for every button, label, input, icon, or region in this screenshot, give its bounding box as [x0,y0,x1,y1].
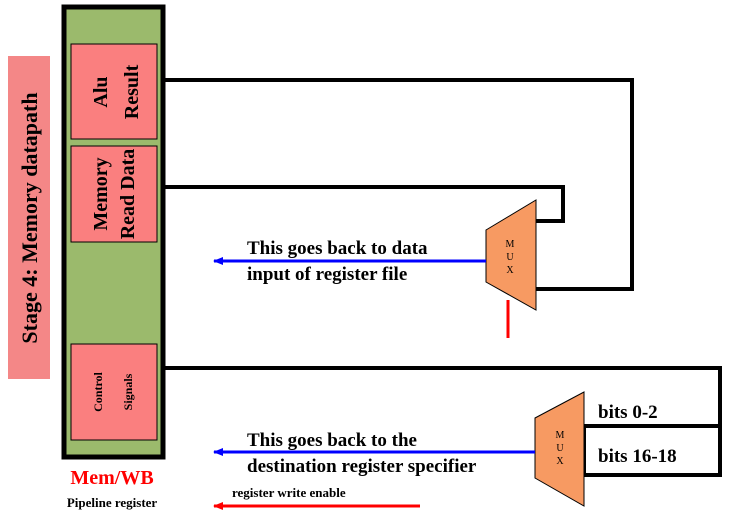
alu-result-field [70,43,158,140]
alu-result-wire [163,78,634,291]
mux-top [485,199,537,311]
mux-bottom-input-bits-16-18: bits 16-18 [598,446,677,467]
mux-top-letter-x: X [506,265,514,276]
dest-back-text-line2: destination register specifier [247,456,477,477]
mux-bottom-input-bits-0-2: bits 0-2 [598,402,658,423]
mux-bottom [534,391,585,507]
alu-result-label-line1: Alu [90,76,112,107]
memory-read-data-label-line2: Read Data [117,149,139,240]
control-signals-label-line2: Signals [121,373,135,410]
stage-label: Stage 4: Memory datapath [17,92,42,343]
mux-top-letter-u: U [506,252,514,263]
control-signals-field [70,343,158,441]
memory-read-data-wire [163,185,565,223]
control-signals-label-line1: Control [91,371,105,411]
control-signals-wire [163,366,722,428]
mem-wb-label: Mem/WB [70,467,153,489]
memory-read-data-label-line1: Memory [90,157,112,230]
pipeline-register-caption: Pipeline register [67,495,158,510]
mux-bottom-letter-m: M [556,430,565,441]
mux-top-letter-m: M [506,239,515,250]
data-back-text-line2: input of register file [247,264,407,285]
stage-label-box [8,56,50,379]
dest-back-text-line1: This goes back to the [247,430,417,451]
data-back-text-line1: This goes back to data [247,238,428,259]
write-enable-text: register write enable [232,485,346,500]
mux-bottom-letter-x: X [556,456,564,467]
mux-bottom-letter-u: U [556,443,564,454]
alu-result-label-line2: Result [121,64,143,119]
memory-read-data-field [70,145,158,243]
